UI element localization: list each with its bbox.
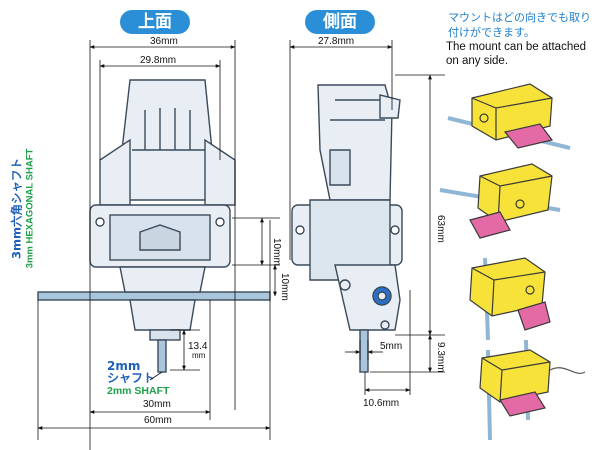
dim-top-width: 36mm	[150, 36, 178, 47]
dim-top-mount-height: 10mm	[271, 238, 282, 266]
side-2mm-shaft	[359, 329, 369, 373]
dim-bottom-width: 30mm	[143, 399, 171, 410]
dim-side-shaft-len: 9.3mm	[435, 342, 446, 373]
shaft-2mm-label-en: 2mm SHAFT	[107, 385, 170, 397]
dim-side-bottom: 10.6mm	[363, 398, 399, 409]
top-clip-left	[99, 138, 131, 206]
top-gear-housing	[119, 266, 206, 293]
dimension-labels: 36mm 29.8mm 10mm 10mm 13.4 mm 30mm 60mm …	[140, 36, 446, 426]
dimension-lines	[37, 40, 445, 450]
dim-top-shaft-height: 10mm	[279, 273, 290, 301]
mount-example-4	[479, 339, 586, 441]
dim-side-shaft-offset: 5mm	[380, 341, 402, 352]
mount-examples	[439, 83, 586, 441]
side-view-motor	[291, 84, 403, 373]
dim-top-inner-width: 29.8mm	[140, 55, 176, 66]
dim-side-height: 63mm	[435, 215, 446, 243]
mount-example-2	[439, 163, 561, 239]
top-output-housing	[129, 299, 196, 331]
mount-note-english: The mount can be attached on any side.	[446, 41, 587, 67]
dim-top-shaft-len: 13.4	[188, 341, 208, 352]
dim-top-shaft-len-unit: mm	[192, 351, 206, 360]
mount-example-3	[469, 257, 551, 341]
side-terminal	[379, 94, 401, 119]
dim-overall-width: 60mm	[144, 415, 172, 426]
top-motor-cap	[119, 79, 216, 201]
top-view-heading: 上面	[120, 10, 190, 34]
top-2mm-shaft	[157, 339, 167, 373]
side-gear-housing	[334, 264, 401, 331]
mount-example-1	[447, 83, 571, 150]
top-cap-ribs	[144, 108, 191, 150]
mount-note-japanese: マウントはどの向きでも取り付けができます。	[448, 11, 591, 39]
dim-side-depth: 27.8mm	[318, 36, 354, 47]
side-view-heading: 側面	[305, 10, 375, 34]
shaft-2mm-label-ja-size: 2mm	[107, 359, 141, 373]
top-view-motor	[37, 79, 271, 373]
shaft-2mm-label-ja-word: シャフト	[107, 371, 156, 385]
shaft-2mm-label: 2mm シャフト 2mm SHAFT	[107, 360, 187, 397]
